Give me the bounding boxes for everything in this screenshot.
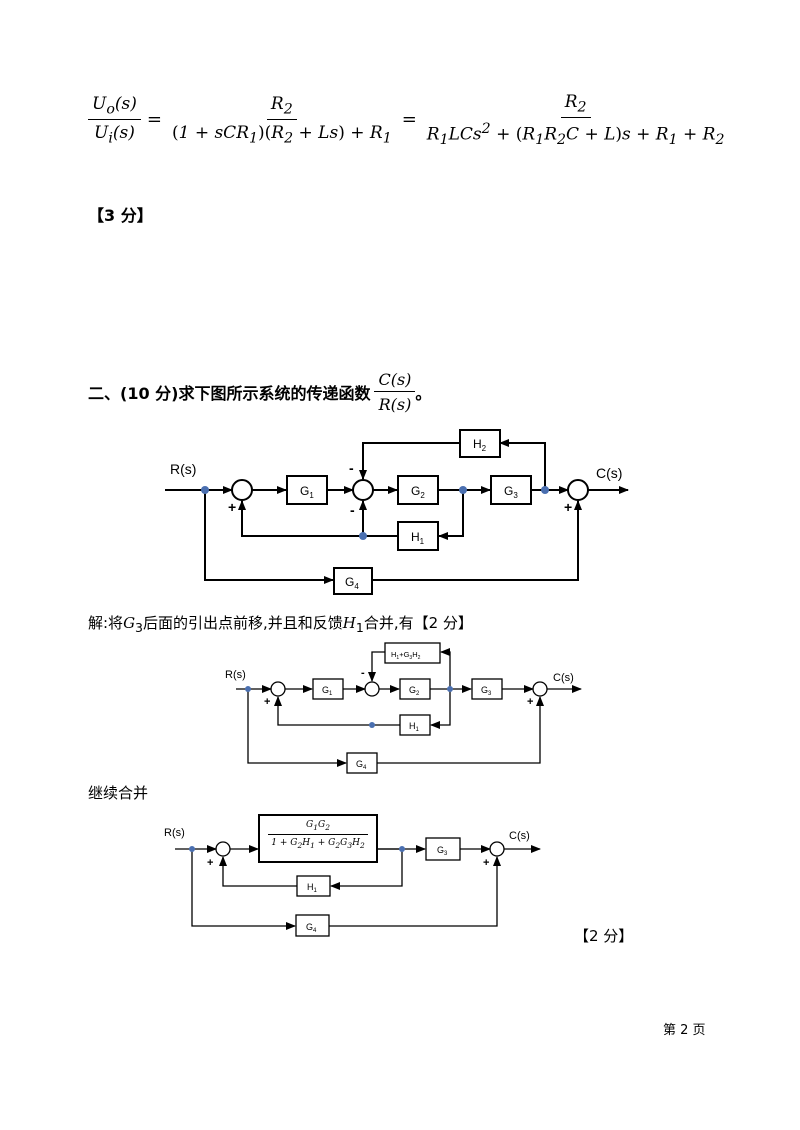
svg-text:G2: G2 bbox=[409, 685, 420, 697]
diagram2-input-label: R(s) bbox=[225, 669, 246, 681]
summing-junction-2 bbox=[364, 681, 380, 697]
sign-plus: + bbox=[564, 499, 572, 515]
pickoff-node bbox=[459, 486, 467, 494]
diagram1-output-label: C(s) bbox=[596, 465, 622, 481]
sign-plus: + bbox=[228, 499, 236, 515]
lhs-fraction: Uo(s) Ui(s) bbox=[88, 94, 141, 147]
diagram2-output-label: C(s) bbox=[553, 672, 574, 684]
svg-text:+: + bbox=[264, 696, 270, 708]
combined-block-fraction: G1G2 1 + G2H1 + G2G3H2 bbox=[260, 820, 376, 850]
block-g1-label: G1 bbox=[300, 484, 314, 500]
g3-subscript: 3 bbox=[135, 620, 143, 635]
question-2-fraction: C(s) R(s) bbox=[374, 370, 416, 414]
pickoff-node bbox=[359, 532, 367, 540]
transfer-function-equation: Uo(s) Ui(s) = R2 (1 + sCR1)(R2 + Ls) + R… bbox=[88, 92, 729, 148]
g3-symbol: G bbox=[123, 614, 136, 632]
h1-subscript: 1 bbox=[355, 620, 364, 635]
pickoff-node bbox=[541, 486, 549, 494]
diagram-3: R(s) C(s) G3 H1 G4 + + bbox=[164, 814, 541, 937]
pickoff-node bbox=[399, 846, 405, 852]
pickoff-node bbox=[189, 846, 195, 852]
mid-fraction: R2 (1 + sCR1)(R2 + Ls) + R1 bbox=[171, 93, 392, 147]
pickoff-node bbox=[201, 486, 209, 494]
pickoff-node bbox=[369, 722, 375, 728]
diagram3-output-label: C(s) bbox=[509, 830, 530, 842]
svg-text:G1: G1 bbox=[322, 685, 333, 697]
summing-junction-2 bbox=[352, 479, 374, 501]
svg-text:+: + bbox=[483, 857, 489, 869]
continue-merge-text: 继续合并 bbox=[88, 784, 149, 802]
block-combined-fraction bbox=[258, 814, 378, 863]
svg-text:-: - bbox=[361, 667, 365, 679]
page-footer: 第 2 页 bbox=[663, 1023, 706, 1038]
solution-text: 解:将G3后面的引出点前移,并且和反馈H1合并,有【2 分】 bbox=[88, 612, 473, 635]
svg-text:G4: G4 bbox=[306, 922, 317, 934]
diagram-1: R(s) C(s) G1 G2 G3 H2 H1 G4 bbox=[165, 429, 629, 595]
summing-junction-1 bbox=[215, 841, 231, 857]
score-3-points: 【3 分】 bbox=[88, 206, 153, 225]
svg-text:H1: H1 bbox=[409, 721, 420, 733]
question-2-heading: 二、(10 分)求下图所示系统的传递函数 C(s) R(s) 。 bbox=[88, 370, 431, 414]
summing-junction-3 bbox=[532, 681, 548, 697]
summing-junction-3 bbox=[567, 479, 589, 501]
block-h1-plus-g3h2 bbox=[384, 642, 441, 664]
summing-junction-1 bbox=[270, 681, 286, 697]
svg-text:G4: G4 bbox=[356, 759, 367, 771]
diagram3-input-label: R(s) bbox=[164, 827, 185, 839]
svg-text:H1: H1 bbox=[307, 882, 318, 894]
block-h2-label: H2 bbox=[473, 437, 487, 453]
pickoff-node bbox=[245, 686, 251, 692]
fraction-numerator: C(s) bbox=[374, 370, 416, 392]
svg-text:+: + bbox=[527, 696, 533, 708]
solution-part-3: 合并,有【2 分】 bbox=[363, 614, 473, 632]
svg-text:+: + bbox=[207, 857, 213, 869]
solution-part-2: 后面的引出点前移,并且和反馈 bbox=[143, 614, 343, 632]
diagram-2: R(s) C(s) G1 G2 G3 H1+G3H2 H1 G4 bbox=[225, 642, 582, 774]
svg-text:H1+G3H2: H1+G3H2 bbox=[391, 650, 421, 661]
rhs-fraction: R2 R1LCs2 + (R1R2C + L)s + R1 + R2 bbox=[426, 92, 725, 149]
pickoff-node bbox=[447, 686, 453, 692]
summing-junction-1 bbox=[231, 479, 253, 501]
solution-part-1: 解:将 bbox=[88, 614, 124, 632]
sign-minus: - bbox=[350, 502, 355, 518]
score-2-points: 【2 分】 bbox=[574, 927, 634, 945]
block-g2-label: G2 bbox=[411, 484, 425, 500]
block-g4-label: G4 bbox=[345, 575, 359, 591]
svg-text:G3: G3 bbox=[481, 685, 492, 697]
summing-junction-2 bbox=[489, 841, 505, 857]
h1-symbol: H bbox=[342, 614, 356, 632]
sign-minus: - bbox=[349, 460, 354, 476]
question-2-suffix: 。 bbox=[415, 384, 432, 403]
svg-text:G3: G3 bbox=[437, 845, 448, 857]
diagram1-input-label: R(s) bbox=[170, 461, 196, 477]
block-g3-label: G3 bbox=[504, 484, 518, 500]
block-h1-label: H1 bbox=[411, 530, 425, 546]
fraction-denominator: R(s) bbox=[378, 395, 412, 414]
question-2-prefix: 二、(10 分)求下图所示系统的传递函数 bbox=[88, 384, 371, 403]
